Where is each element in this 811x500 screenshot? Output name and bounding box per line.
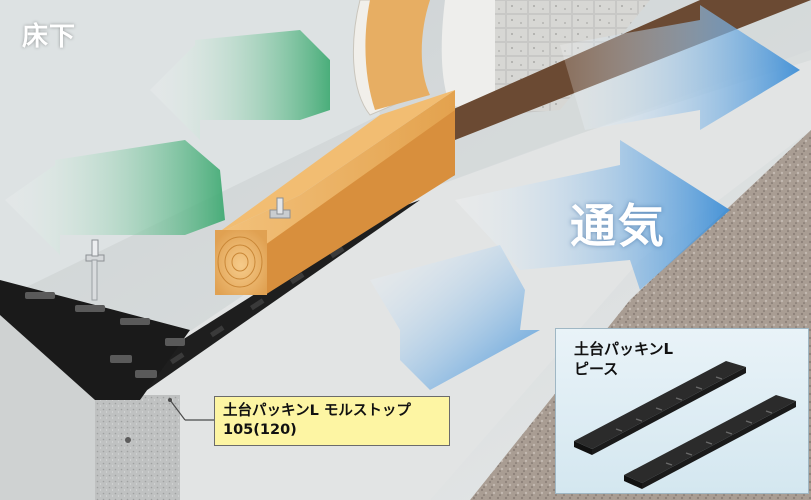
product-callout: 土台パッキンL モルストップ 105(120) <box>214 396 450 446</box>
inset-product-type: ピース <box>574 360 619 378</box>
anchor-bolt-icon <box>269 197 291 219</box>
inset-product-name: 土台パッキンL <box>574 340 674 358</box>
ventilation-label: 通気 <box>570 199 666 253</box>
callout-product-name: 土台パッキンL モルストップ <box>223 403 411 419</box>
piece-inset: 土台パッキンL ピース <box>555 328 809 494</box>
anchor-bolt-icon <box>85 239 105 301</box>
packing-piece-illustration <box>574 361 796 489</box>
underfloor-label: 床下 <box>22 22 77 52</box>
callout-product-size: 105(120) <box>223 422 297 438</box>
inset-title: 土台パッキンL ピース <box>574 339 673 379</box>
